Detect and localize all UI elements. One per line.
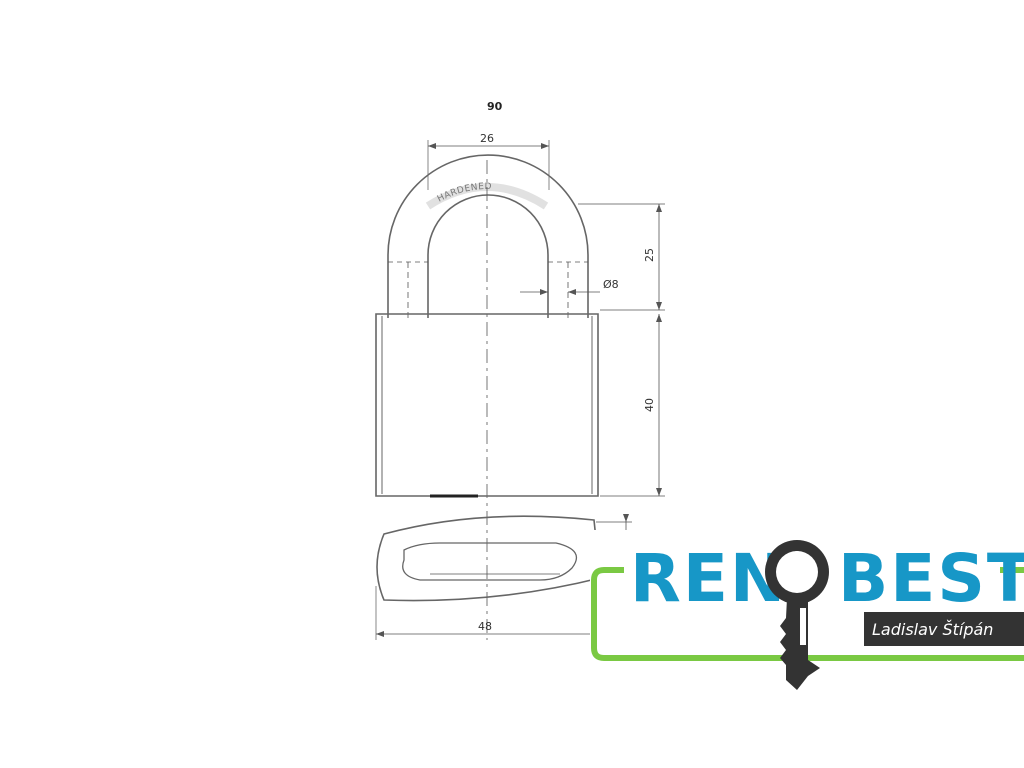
shackle-outer <box>387 154 589 318</box>
dimension-25: 25 <box>578 203 665 311</box>
svg-text:HARDENED: HARDENED <box>436 182 492 205</box>
hardened-text: HARDENED <box>436 182 492 205</box>
logo-brand-right: BEST <box>838 540 1024 617</box>
logo-tagline: Ladislav Štípán <box>872 620 993 639</box>
dimension-diameter: Ø8 <box>520 278 619 295</box>
padlock-drawing: 90 26 HARDENED <box>375 100 665 640</box>
bottom-view <box>376 514 632 602</box>
dimension-90-label: 90 <box>487 100 503 113</box>
dimension-48: 48 <box>375 586 590 640</box>
dimension-48-label: 48 <box>478 620 492 633</box>
lock-body <box>375 313 599 498</box>
dimension-40-label: 40 <box>643 398 656 412</box>
dimension-26-label: 26 <box>480 132 494 145</box>
logo-brand-left: REN <box>630 540 787 617</box>
dimension-diameter-label: Ø8 <box>603 278 619 291</box>
shackle-inner <box>427 194 549 318</box>
logo-frame <box>591 567 1024 661</box>
tagline-box <box>864 612 1024 646</box>
dimension-26: 26 <box>427 132 550 190</box>
dimension-25-label: 25 <box>643 248 656 262</box>
dimension-40: 40 <box>600 314 665 497</box>
key-icon <box>765 540 829 690</box>
renobest-logo: REN BEST Ladislav Štípán <box>590 530 1024 700</box>
